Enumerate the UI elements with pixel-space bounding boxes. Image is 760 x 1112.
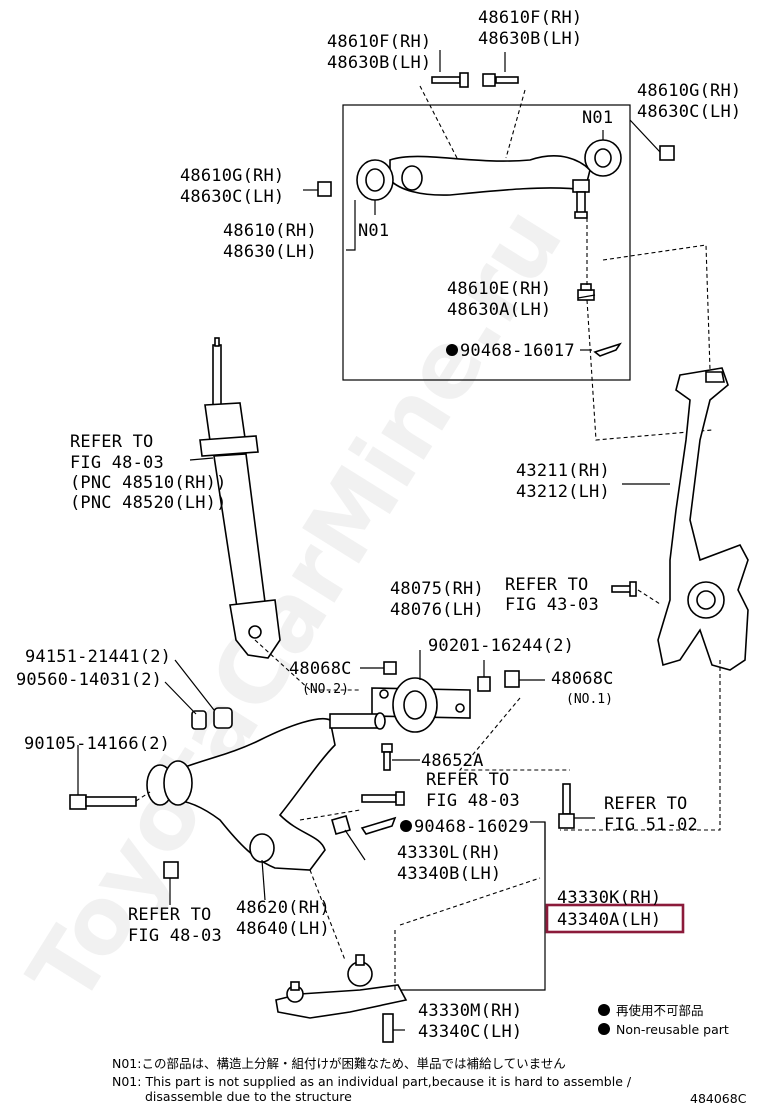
illustration-id: 484068C	[690, 1091, 747, 1106]
label-43212-lh: 43212(LH)	[516, 482, 610, 502]
label-48068c-no1: 48068C	[551, 669, 614, 689]
label-fig-51-02: FIG 51-02	[604, 815, 698, 835]
shock-absorber-strut	[199, 337, 281, 659]
label-43340a-lh: 43340A(LH)	[557, 910, 661, 930]
label-48630b-lh-b: 48630B(LH)	[478, 29, 582, 49]
label-n01-a: N01	[582, 108, 613, 128]
ball-joint-nut	[331, 815, 351, 835]
label-48610-rh: 48610(RH)	[223, 221, 317, 241]
label-no2: (NO.2)	[302, 682, 349, 697]
label-fig-48-03-strut: FIG 48-03	[70, 453, 164, 473]
label-48610f-rh-a: 48610F(RH)	[327, 32, 431, 52]
non-reusable-marker-2	[400, 820, 412, 832]
label-refer-to-nut: REFER TO	[128, 905, 211, 925]
label-90468-16029: 90468-16029	[414, 817, 529, 837]
label-48610e-rh: 48610E(RH)	[447, 279, 551, 299]
non-reusable-marker-1	[446, 344, 458, 356]
bolt-refer-48-03	[361, 791, 405, 806]
label-pnc-48520: (PNC 48520(LH))	[70, 493, 227, 513]
label-48610g-rh-b: 48610G(RH)	[180, 166, 284, 186]
label-43330m-rh: 43330M(RH)	[418, 1001, 522, 1021]
bushing-nut-no2	[383, 661, 397, 675]
upper-arm-nut-left	[482, 73, 519, 87]
label-fig-43-03: FIG 43-03	[505, 595, 599, 615]
label-48630a-lh: 48630A(LH)	[447, 300, 551, 320]
label-48630c-lh-a: 48630C(LH)	[637, 102, 741, 122]
label-48610g-rh-a: 48610G(RH)	[637, 81, 741, 101]
lower-ball-joint-m	[275, 954, 408, 1043]
bushing-nut-no1	[504, 670, 520, 688]
bolt-refer-51-02	[558, 783, 575, 829]
note-en-line2: disassemble due to the structure	[145, 1089, 352, 1104]
highlighted-part-box	[545, 903, 685, 934]
legend-marker-en	[598, 1023, 610, 1035]
label-43211-rh: 43211(RH)	[516, 461, 610, 481]
upper-arm-bolt-left	[431, 72, 469, 88]
steering-knuckle	[657, 367, 749, 671]
part-labels: 48610F(RH) 48630B(LH) 48610F(RH) 48630B(…	[16, 8, 741, 1042]
lower-nut-left	[163, 861, 179, 879]
legend: 再使用不可部品 Non-reusable part	[598, 1003, 729, 1037]
label-43330k-rh: 43330K(RH)	[557, 888, 661, 908]
footnotes: N01:この部品は、構造上分解・組付けが困難なため、単品では補給していません N…	[112, 1056, 747, 1106]
note-en-line1: N01: This part is not supplied as an ind…	[112, 1074, 632, 1089]
lower-arm-bushing-bracket	[371, 677, 471, 733]
bushing-washer	[477, 676, 491, 692]
label-94151-21441: 94151-21441(2)	[25, 647, 171, 667]
label-90201-16244: 90201-16244(2)	[428, 636, 574, 656]
note-jp: N01:この部品は、構造上分解・組付けが困難なため、単品では補給していません	[112, 1056, 566, 1071]
label-pnc-48510: (PNC 48510(RH))	[70, 473, 227, 493]
cotter-pin-upper	[593, 342, 622, 357]
washer-94151	[213, 707, 233, 729]
label-48652a: 48652A	[421, 751, 484, 771]
label-48630c-lh-b: 48630C(LH)	[180, 187, 284, 207]
label-48630b-lh-a: 48630B(LH)	[327, 53, 431, 73]
label-90468-16017: 90468-16017	[460, 341, 575, 361]
label-refer-to-51-02: REFER TO	[604, 794, 687, 814]
label-48620-rh: 48620(RH)	[236, 898, 330, 918]
upper-nut-right	[659, 145, 675, 161]
cotter-pin-lower	[360, 816, 397, 835]
upper-arm-group-box	[342, 104, 631, 381]
label-48610f-rh-b: 48610F(RH)	[478, 8, 582, 28]
label-n01-b: N01	[358, 221, 389, 241]
label-48076-lh: 48076(LH)	[390, 600, 484, 620]
label-43330l-rh: 43330L(RH)	[397, 843, 501, 863]
bolt-48652a	[381, 743, 393, 771]
knuckle-bolt	[611, 581, 637, 597]
legend-jp: 再使用不可部品	[616, 1003, 704, 1018]
label-48068c-no2: 48068C	[289, 659, 352, 679]
upper-nut-left	[317, 181, 332, 197]
label-90105-14166: 90105-14166(2)	[24, 734, 170, 754]
label-refer-to-strut: REFER TO	[70, 432, 153, 452]
legend-marker-jp	[598, 1004, 610, 1016]
bolt-90105	[69, 794, 137, 810]
label-43340b-lh: 43340B(LH)	[397, 864, 501, 884]
label-48640-lh: 48640(LH)	[236, 919, 330, 939]
label-refer-to-knuckle: REFER TO	[505, 575, 588, 595]
label-fig-48-03-bolt: FIG 48-03	[426, 791, 520, 811]
label-43340c-lh: 43340C(LH)	[418, 1022, 522, 1042]
nut-90560	[191, 710, 207, 730]
label-90560-14031: 90560-14031(2)	[16, 670, 162, 690]
legend-en: Non-reusable part	[616, 1022, 729, 1037]
label-48630-lh: 48630(LH)	[223, 242, 317, 262]
label-fig-48-03-nut: FIG 48-03	[128, 926, 222, 946]
label-no1: (NO.1)	[566, 692, 613, 707]
upper-control-arm	[356, 139, 622, 219]
lower-control-arm	[146, 712, 386, 871]
label-refer-to-bolt: REFER TO	[426, 770, 509, 790]
label-48075-rh: 48075(RH)	[390, 579, 484, 599]
